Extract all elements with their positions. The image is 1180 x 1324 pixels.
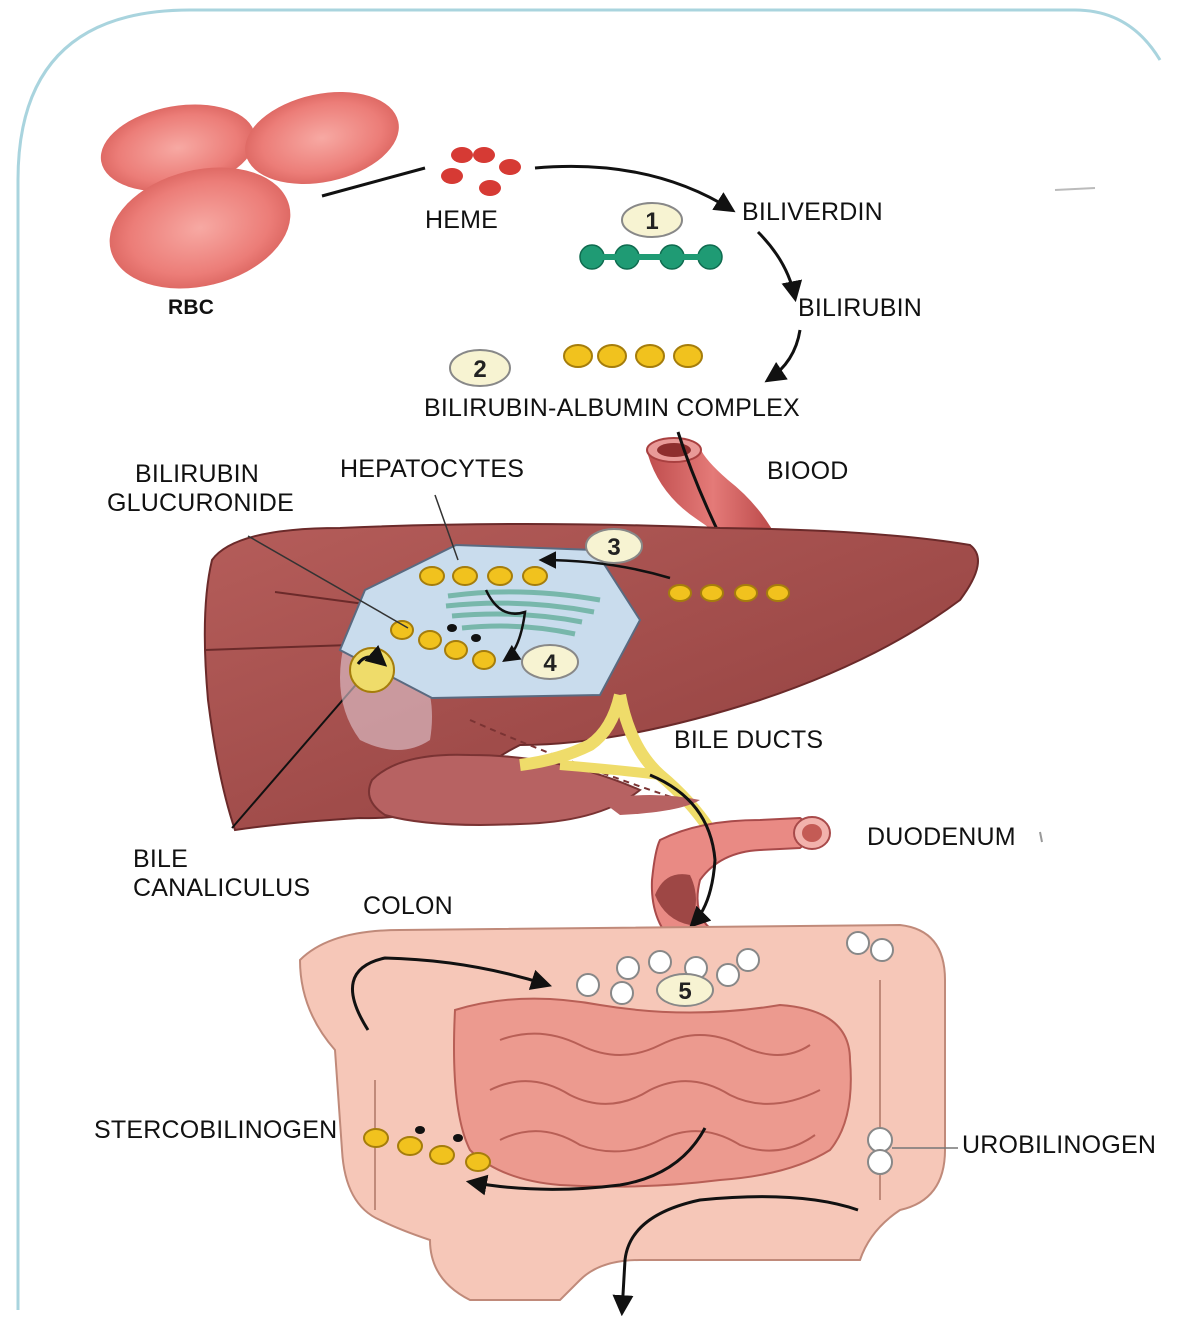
biliverdin-molecules	[580, 245, 722, 269]
bilirubin-label: BILIRUBIN	[798, 294, 922, 323]
bile-canaliculus-line-2: CANALICULUS	[133, 874, 310, 903]
bile-canaliculus-line-1: BILE	[133, 845, 310, 874]
mark-duodenum	[1040, 832, 1042, 842]
arrow-bilirubin-to-complex	[768, 330, 800, 380]
svg-text:2: 2	[473, 356, 486, 383]
bilirubin-glucuronide-line-2: GLUCURONIDE	[107, 489, 294, 518]
svg-text:1: 1	[645, 208, 658, 235]
step-badge-2: 2	[450, 350, 510, 386]
bile-canaliculus-label: BILE CANALICULUS	[133, 845, 310, 903]
bilirubin-glucuronide-line-1: BILIRUBIN	[135, 460, 294, 489]
stercobilinogen-label: STERCOBILINOGEN	[94, 1116, 337, 1145]
heme-label: HEME	[425, 206, 498, 235]
step-badge-5: 5	[657, 974, 713, 1006]
blood-label: BIOOD	[767, 457, 849, 486]
duodenum-label: DUODENUM	[867, 823, 1016, 852]
bile-canaliculus-circle	[350, 648, 394, 692]
colon-label: COLON	[363, 892, 453, 921]
hepatocytes-label: HEPATOCYTES	[340, 455, 524, 484]
arrow-heme-to-biliverdin	[535, 166, 732, 210]
svg-text:3: 3	[607, 534, 620, 561]
bile-ducts-label: BILE DUCTS	[674, 726, 823, 755]
step-badge-3: 3	[586, 529, 642, 563]
biliverdin-label: BILIVERDIN	[742, 198, 883, 227]
step-badge-1: 1	[622, 203, 682, 237]
bilirubin-molecules	[564, 345, 702, 367]
svg-text:4: 4	[543, 650, 557, 677]
urobilinogen-label: UROBILINOGEN	[962, 1131, 1156, 1160]
bilirubin-albumin-complex-label: BILIRUBIN-ALBUMIN COMPLEX	[424, 394, 800, 423]
bilirubin-glucuronide-label: BILIRUBIN GLUCURONIDE	[135, 460, 294, 518]
svg-text:5: 5	[678, 978, 691, 1005]
arrow-biliverdin-to-bilirubin	[758, 232, 795, 298]
heme-molecules	[441, 147, 521, 196]
red-blood-cells	[94, 79, 408, 307]
small-intestine	[454, 999, 851, 1187]
step-badge-4: 4	[522, 645, 578, 679]
rbc-label: RBC	[168, 296, 214, 320]
mark-top-right	[1055, 188, 1095, 190]
